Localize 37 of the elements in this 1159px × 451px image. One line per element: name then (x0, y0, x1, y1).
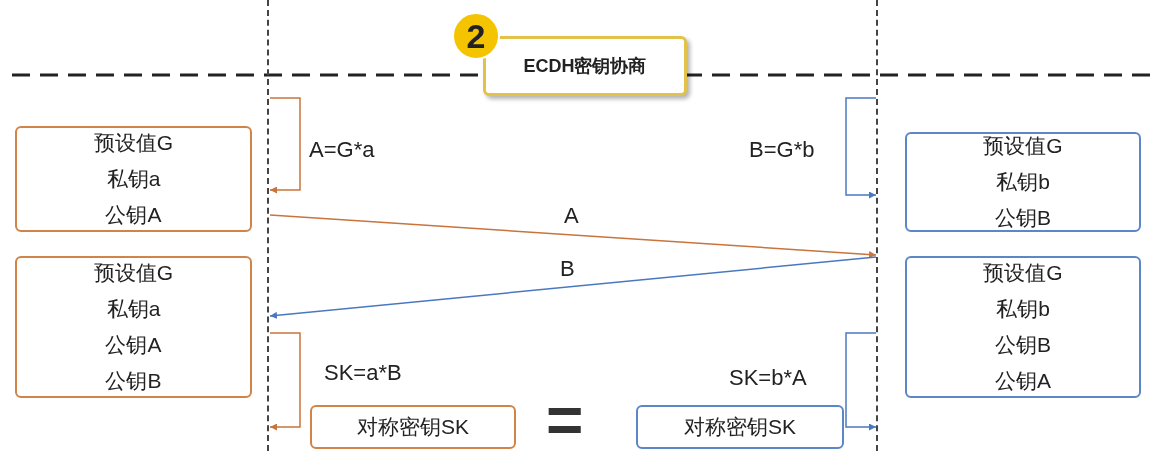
arrow (269, 332, 301, 431)
node-text: 预设值G (93, 130, 174, 156)
node-text: 预设值G (93, 260, 174, 286)
arrow (845, 97, 877, 199)
node-text: 公钥B (995, 332, 1051, 358)
node-text: 公钥A (105, 332, 162, 358)
arrow (269, 214, 877, 259)
node-text: 预设值G (983, 133, 1063, 159)
edge-label: SK=b*A (728, 365, 808, 391)
key-info-box (15, 256, 252, 398)
key-info-box (905, 132, 1141, 232)
arrow (269, 256, 877, 319)
node-text: 预设值G (983, 260, 1063, 286)
title-box: ECDH密钥协商 (483, 36, 687, 96)
node-text: 公钥A (105, 202, 162, 228)
lifeline (876, 0, 879, 451)
node-text: 公钥B (105, 368, 162, 394)
node-text: 私钥a (106, 166, 161, 192)
node-text: 私钥b (996, 169, 1050, 195)
key-box (636, 405, 844, 449)
node-text: 私钥b (996, 296, 1050, 322)
edge-label: SK=a*B (323, 360, 403, 386)
arrow (845, 332, 877, 431)
step-badge: 2 (452, 12, 500, 60)
arrow (269, 97, 301, 194)
node-text: 对称密钥SK (684, 414, 796, 440)
key-info-box (905, 256, 1141, 398)
key-info-box (15, 126, 252, 232)
edge-label: A=G*a (308, 137, 376, 163)
node-text: 私钥a (106, 296, 161, 322)
node-text: 对称密钥SK (357, 414, 469, 440)
edge-label: B=G*b (748, 137, 816, 163)
equals-sign: = (546, 388, 584, 451)
node-text: 公钥A (995, 368, 1051, 394)
lifeline (267, 0, 270, 451)
node-text: 公钥B (995, 205, 1051, 231)
key-box (310, 405, 516, 449)
